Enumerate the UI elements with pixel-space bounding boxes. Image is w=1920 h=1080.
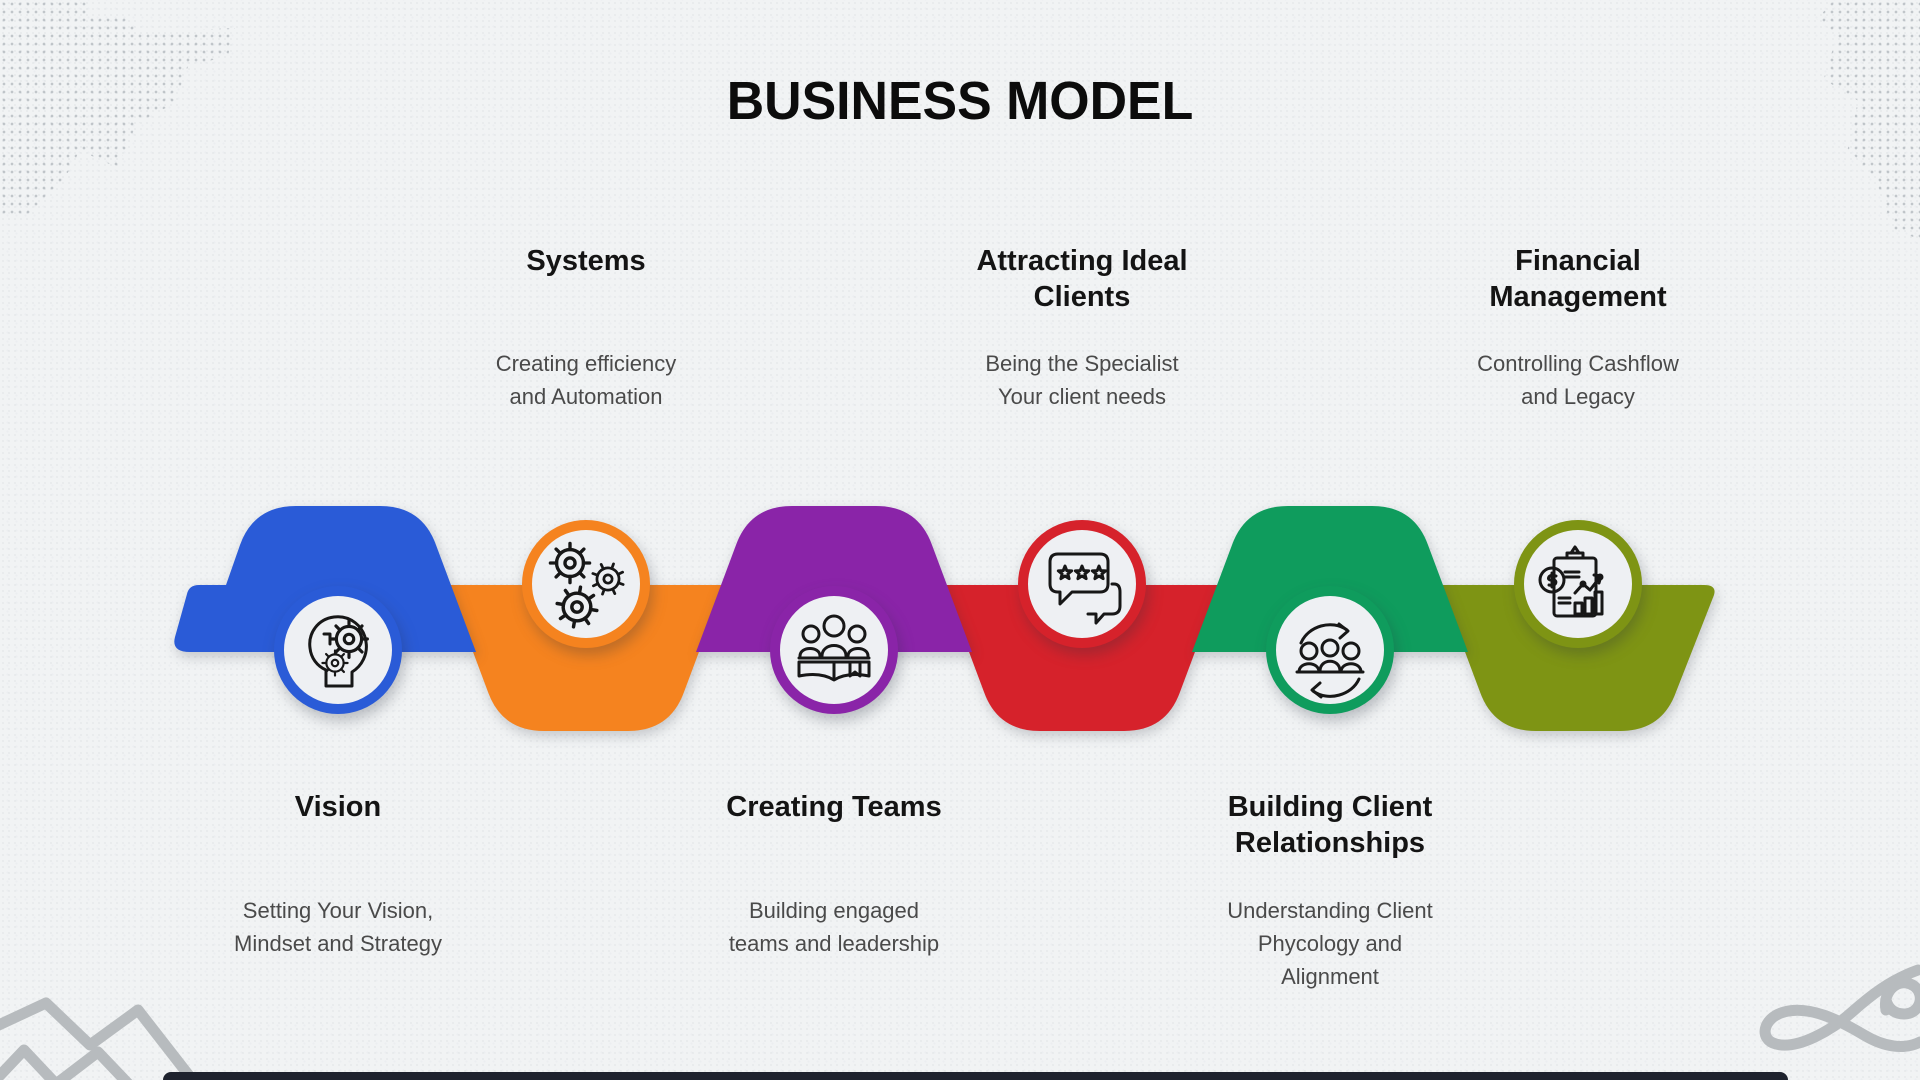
item-desc-vision: Setting Your Vision, Mindset and Strateg… <box>234 898 442 956</box>
item-desc-systems: Creating efficiency and Automation <box>495 351 677 409</box>
badge-attracting-ideal-clients <box>1018 520 1146 648</box>
tab-vision <box>174 506 476 652</box>
badge-creating-teams <box>770 586 898 714</box>
page-title: BUSINESS MODEL <box>726 71 1194 131</box>
chat-stars-icon <box>1048 552 1122 625</box>
ribbon-tabs-up <box>174 506 1468 652</box>
tab-systems <box>448 585 724 731</box>
item-title-creating-teams: Creating Teams <box>726 791 942 823</box>
badge-financial-management <box>1514 520 1642 648</box>
team-book-icon <box>797 614 871 682</box>
badge-systems <box>522 520 650 648</box>
swirl-line-decoration <box>1759 964 1920 1052</box>
tab-financial-management <box>1440 585 1715 731</box>
item-desc-building-client-relationships: Understanding Client Phycology and Align… <box>1227 898 1433 989</box>
item-desc-creating-teams: Building engaged teams and leadership <box>728 898 940 956</box>
item-title-attracting-ideal-clients: Attracting Ideal Clients <box>976 245 1188 314</box>
item-title-vision: Vision <box>294 791 382 823</box>
item-title-systems: Systems <box>526 245 646 277</box>
finance-chart-icon <box>1538 545 1604 618</box>
tab-creating-teams <box>696 506 972 652</box>
tab-attracting-ideal-clients <box>944 585 1220 731</box>
ribbon-tabs-down <box>448 585 1715 731</box>
item-title-building-client-relationships: Building Client Relationships <box>1227 791 1433 860</box>
item-desc-financial-management: Controlling Cashflow and Legacy <box>1477 351 1679 409</box>
item-title-financial-management: Financial Management <box>1489 245 1667 314</box>
tab-building-client-relationships <box>1192 506 1468 652</box>
bottom-bar-decoration <box>163 1072 1788 1080</box>
zigzag-lines-decoration <box>0 997 200 1080</box>
people-sync-icon <box>1295 622 1365 699</box>
head-gears-icon <box>308 615 369 688</box>
item-desc-attracting-ideal-clients: Being the Specialist Your client needs <box>985 351 1179 409</box>
badge-building-client-relationships <box>1266 586 1394 714</box>
